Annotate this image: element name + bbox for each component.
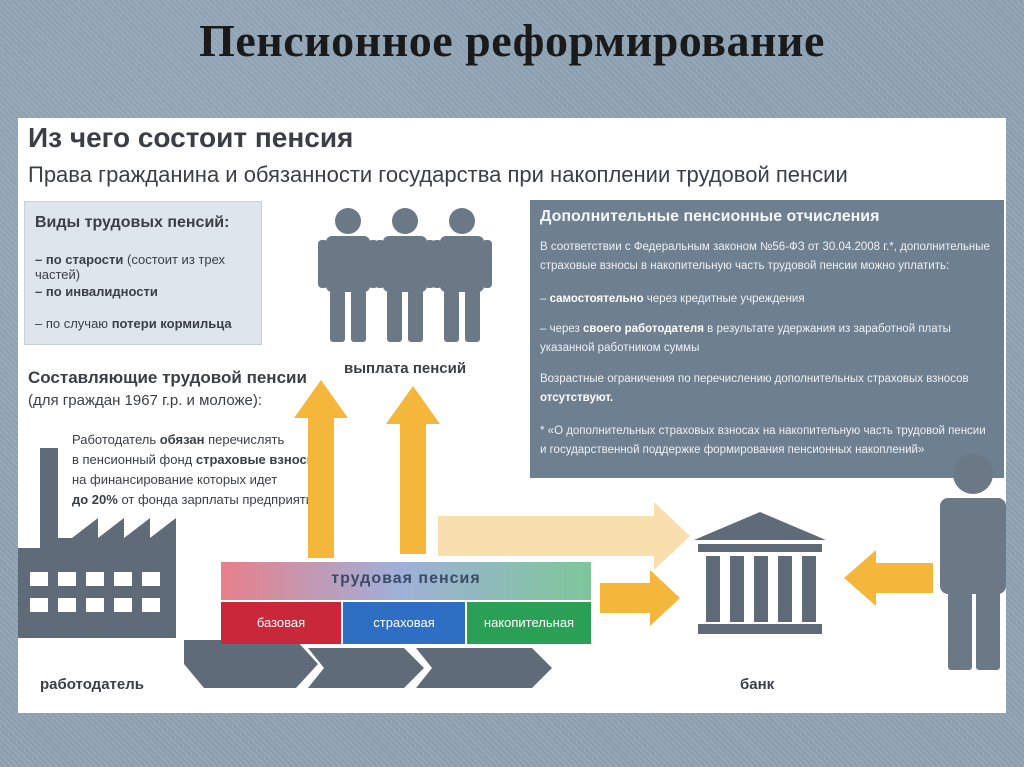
pension-part-basic: базовая: [221, 602, 341, 644]
additional-age-limits: Возрастные ограничения по перечислению д…: [540, 373, 969, 404]
diagram-graphics: [18, 208, 1006, 688]
bar-to-bank-arrow: [600, 570, 680, 626]
panel-subheading: Права гражданина и обязанности государст…: [28, 162, 848, 187]
pension-bar-header: [221, 562, 591, 600]
funds-to-bank-arrow: [438, 502, 690, 570]
flow-chevrons: [184, 640, 552, 688]
employer-obligation-text: Работодатель обязан перечислять в пенсио…: [72, 432, 321, 507]
additional-contributions-box: Дополнительные пенсионные отчисления В с…: [530, 200, 1004, 478]
person-icon: [940, 454, 1006, 670]
pension-types-title: Виды трудовых пенсий:: [35, 214, 230, 231]
additional-footnote: * «О дополнительных страховых взносах на…: [540, 425, 986, 456]
additional-law-text: В соответствии с Федеральным законом №56…: [540, 241, 990, 272]
pension-bar: трудовая пенсия базовая страховая накопи…: [221, 562, 591, 644]
slide-title: Пенсионное реформирование: [199, 15, 825, 66]
pensioners-icon: [318, 208, 492, 342]
payout-arrows: [294, 380, 440, 558]
pension-types-box: Виды трудовых пенсий: – по старости (сос…: [24, 201, 262, 345]
additional-option-employer: – через своего работодателя в результате…: [540, 323, 951, 354]
payout-label: выплата пенсий: [344, 360, 467, 377]
pension-part-insurance: страховая: [343, 602, 465, 644]
infographic-panel: Из чего состоит пенсия Права гражданина …: [18, 118, 1006, 713]
pension-type-old-age: – по старости (состоит из трех частей): [35, 252, 226, 282]
bank-label: банк: [740, 676, 775, 693]
components-title: Составляющие трудовой пенсии: [28, 368, 307, 387]
pension-type-disability: – по инвалидности: [35, 284, 158, 299]
additional-title: Дополнительные пенсионные отчисления: [540, 208, 880, 225]
bank-icon: [694, 512, 826, 634]
components-subtitle: (для граждан 1967 г.р. и моложе):: [28, 392, 263, 409]
pension-type-breadwinner: – по случаю потери кормильца: [35, 316, 232, 331]
factory-windows: [30, 572, 160, 612]
pension-part-funded: накопительная: [467, 602, 591, 644]
panel-heading: Из чего состоит пенсия: [28, 122, 354, 153]
person-to-bank-arrow: [844, 550, 933, 606]
employer-label: работодатель: [40, 676, 144, 693]
pension-bar-title: трудовая пенсия: [331, 570, 481, 587]
additional-option-self: – самостоятельно через кредитные учрежде…: [540, 293, 805, 305]
